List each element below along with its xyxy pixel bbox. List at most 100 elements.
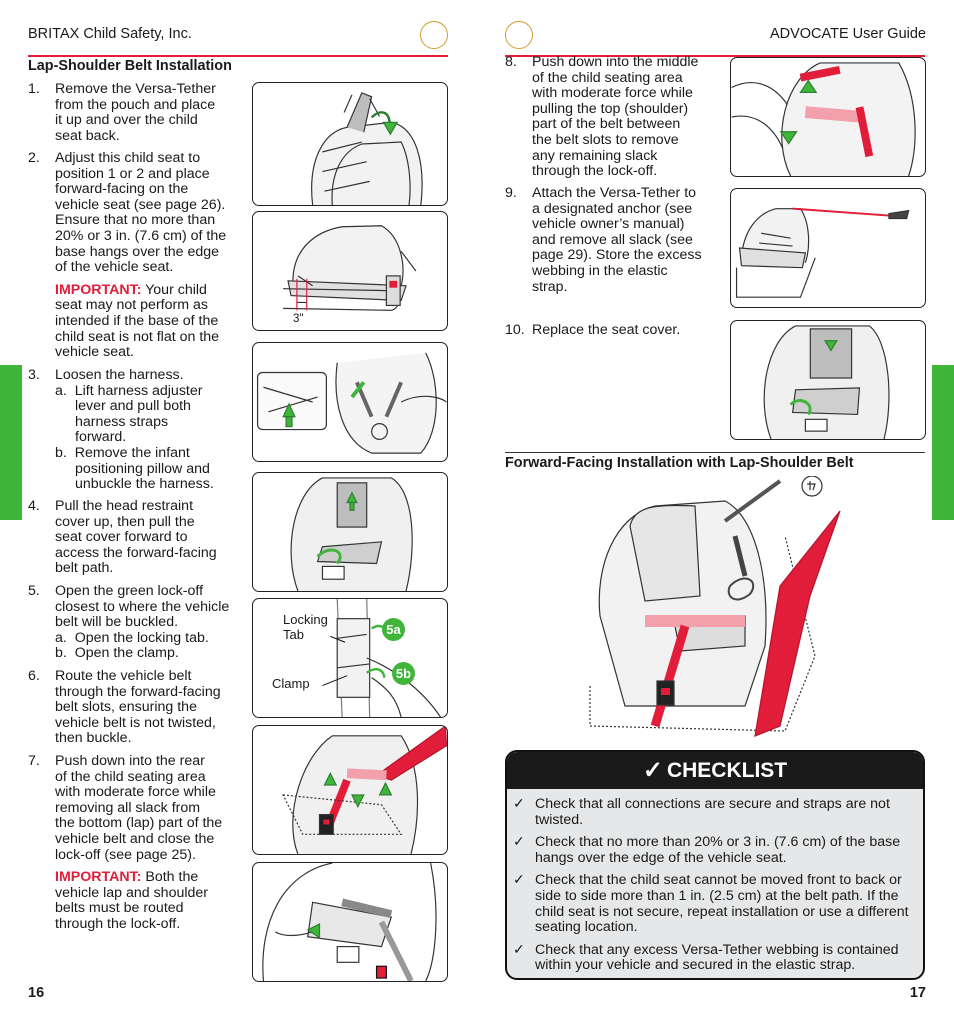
- step-line: the belt slots to remove: [532, 131, 679, 148]
- checklist-items: ✓ Check that all connections are secure a…: [507, 789, 923, 974]
- step-line: it up and over the child: [55, 112, 198, 129]
- step-line: unbuckle the harness.: [75, 476, 214, 493]
- illustration-step-1-tether: [252, 82, 448, 206]
- step-line: lever and pull both: [75, 398, 191, 415]
- illustration-step-2-base-overhang: [252, 211, 448, 331]
- step-substep: b. Remove the infant: [55, 444, 190, 461]
- check-icon: ✓: [513, 941, 525, 958]
- check-icon: ✓: [513, 796, 525, 812]
- step-line: Push down into the rear: [55, 753, 205, 769]
- step-line: forward-facing on the: [55, 181, 189, 198]
- important-line: vehicle lap and shoulder: [55, 884, 209, 901]
- step-number: 6.: [28, 668, 40, 684]
- step-line: part of the belt between: [532, 116, 681, 133]
- step-line: seat cover forward to: [55, 529, 188, 546]
- checklist-header: ✓ CHECKLIST: [507, 752, 923, 789]
- step-line: Adjust this child seat to: [55, 150, 201, 166]
- step-line: removing all slack from: [55, 799, 201, 816]
- step-line: and remove all slack (see: [532, 231, 693, 248]
- left-section-title: Lap-Shoulder Belt Installation: [28, 58, 232, 74]
- step-line: of the child seating area: [532, 69, 683, 86]
- check-icon: ✓: [513, 872, 525, 889]
- step-line: base hangs over the edge: [55, 243, 220, 260]
- step-line: Open the green lock-off: [55, 583, 204, 599]
- step-line: page 29). Store the excess: [532, 247, 702, 264]
- step-line: seat back.: [55, 127, 120, 144]
- important-note: IMPORTANT: Both the: [55, 869, 222, 886]
- step-number: 8.: [505, 54, 517, 70]
- step-line: from the pouch and place: [55, 96, 216, 113]
- page-marker-circle-right: [505, 21, 533, 49]
- checklist-item-text: Check that any excess Versa-Tether webbi…: [535, 941, 899, 974]
- step-line: Replace the seat cover.: [532, 322, 681, 338]
- important-line: child seat is not flat on the: [55, 328, 220, 345]
- badge-5a: 5a: [382, 618, 405, 641]
- left-edge-tab: [0, 365, 22, 520]
- step-line: lock-off (see page 25).: [55, 846, 196, 863]
- step-line: strap.: [532, 278, 568, 295]
- clamp-label: Clamp: [272, 676, 310, 691]
- step-line: webbing in the elastic: [532, 262, 668, 279]
- illustration-forward-facing-installation: [585, 475, 845, 738]
- step-line: vehicle belt is not twisted,: [55, 714, 216, 731]
- step-substep: a. Open the locking tab.: [55, 629, 209, 646]
- important-label: IMPORTANT:: [55, 281, 142, 298]
- step-line: positioning pillow and: [75, 460, 210, 477]
- right-section-rule: [505, 452, 925, 453]
- step-line: position 1 or 2 and place: [55, 165, 210, 182]
- step-line: Route the vehicle belt: [55, 668, 192, 684]
- step-line: Remove the Versa-Tether: [55, 81, 216, 97]
- step-line: Attach the Versa-Tether to: [532, 185, 697, 201]
- checklist-box: ✓ CHECKLIST ✓ Check that all connections …: [505, 750, 925, 980]
- step-line: a designated anchor (see: [532, 200, 693, 217]
- step-line: vehicle belt and close the: [55, 830, 215, 847]
- step-line: belt will be buckled.: [55, 614, 179, 631]
- important-text: Both the: [145, 869, 199, 886]
- step-number: 5.: [28, 583, 40, 599]
- step-line: closest to where the vehicle: [55, 598, 230, 615]
- important-text: Your child: [145, 281, 207, 298]
- step-line: with moderate force while: [55, 784, 216, 801]
- locking-tab-label: Locking Tab: [283, 612, 328, 642]
- step-number: 1.: [28, 81, 40, 97]
- right-edge-tab: [932, 365, 954, 520]
- left-header-rule: [28, 55, 448, 57]
- checklist-item: ✓ Check that the child seat cannot be mov…: [513, 873, 915, 935]
- step-number: 2.: [28, 150, 40, 166]
- step-line: Push down into the middle: [532, 54, 699, 70]
- right-section-title: Forward-Facing Installation with Lap-Sho…: [505, 455, 854, 471]
- check-icon: ✓: [513, 834, 525, 851]
- step-line: then buckle.: [55, 730, 132, 747]
- step-number: 4.: [28, 498, 40, 514]
- step-number: 9.: [505, 185, 517, 201]
- page-number-left: 16: [28, 985, 45, 1001]
- step-substep: b. Open the clamp.: [55, 645, 179, 662]
- step-line: any remaining slack: [532, 147, 658, 164]
- label-line: Tab: [283, 627, 304, 642]
- checklist-item: ✓ Check that any excess Versa-Tether webb…: [513, 941, 915, 974]
- checklist-item-text: Check that the child seat cannot be move…: [535, 872, 909, 936]
- page-marker-circle-left: [420, 21, 448, 49]
- checklist-item-text: Check that no more than 20% or 3 in. (7.…: [535, 834, 901, 866]
- step-substep: a. Lift harness adjuster: [55, 382, 203, 399]
- label-line: Locking: [283, 612, 328, 627]
- step-number: 10.: [505, 322, 525, 338]
- checklist-item-text: Check that all connections are secure an…: [535, 796, 890, 828]
- important-note: IMPORTANT: Your child: [55, 281, 226, 299]
- illustration-step-10-cover: [730, 320, 926, 440]
- checkmark-icon: ✓: [642, 757, 663, 784]
- page-number-right: 17: [909, 985, 926, 1001]
- right-header-title: ADVOCATE User Guide: [769, 26, 926, 42]
- step-number: 3.: [28, 367, 40, 383]
- illustration-step-4-cover: [252, 472, 448, 592]
- step-line: belt path.: [55, 560, 114, 577]
- illustration-step-5-lock-off: [252, 598, 448, 718]
- step-line: 20% or 3 in. (7.6 cm) of the: [55, 227, 227, 244]
- left-header-title: BRITAX Child Safety, Inc.: [28, 26, 192, 42]
- illustration-step-6-7-belt-route: [252, 725, 448, 855]
- step-line: cover up, then pull the: [55, 513, 195, 530]
- step-line: Pull the head restraint: [55, 498, 194, 514]
- step-line: through the lock-off.: [532, 163, 658, 180]
- step-line: vehicle seat (see page 26).: [55, 196, 226, 213]
- step-line: through the forward-facing: [55, 683, 221, 700]
